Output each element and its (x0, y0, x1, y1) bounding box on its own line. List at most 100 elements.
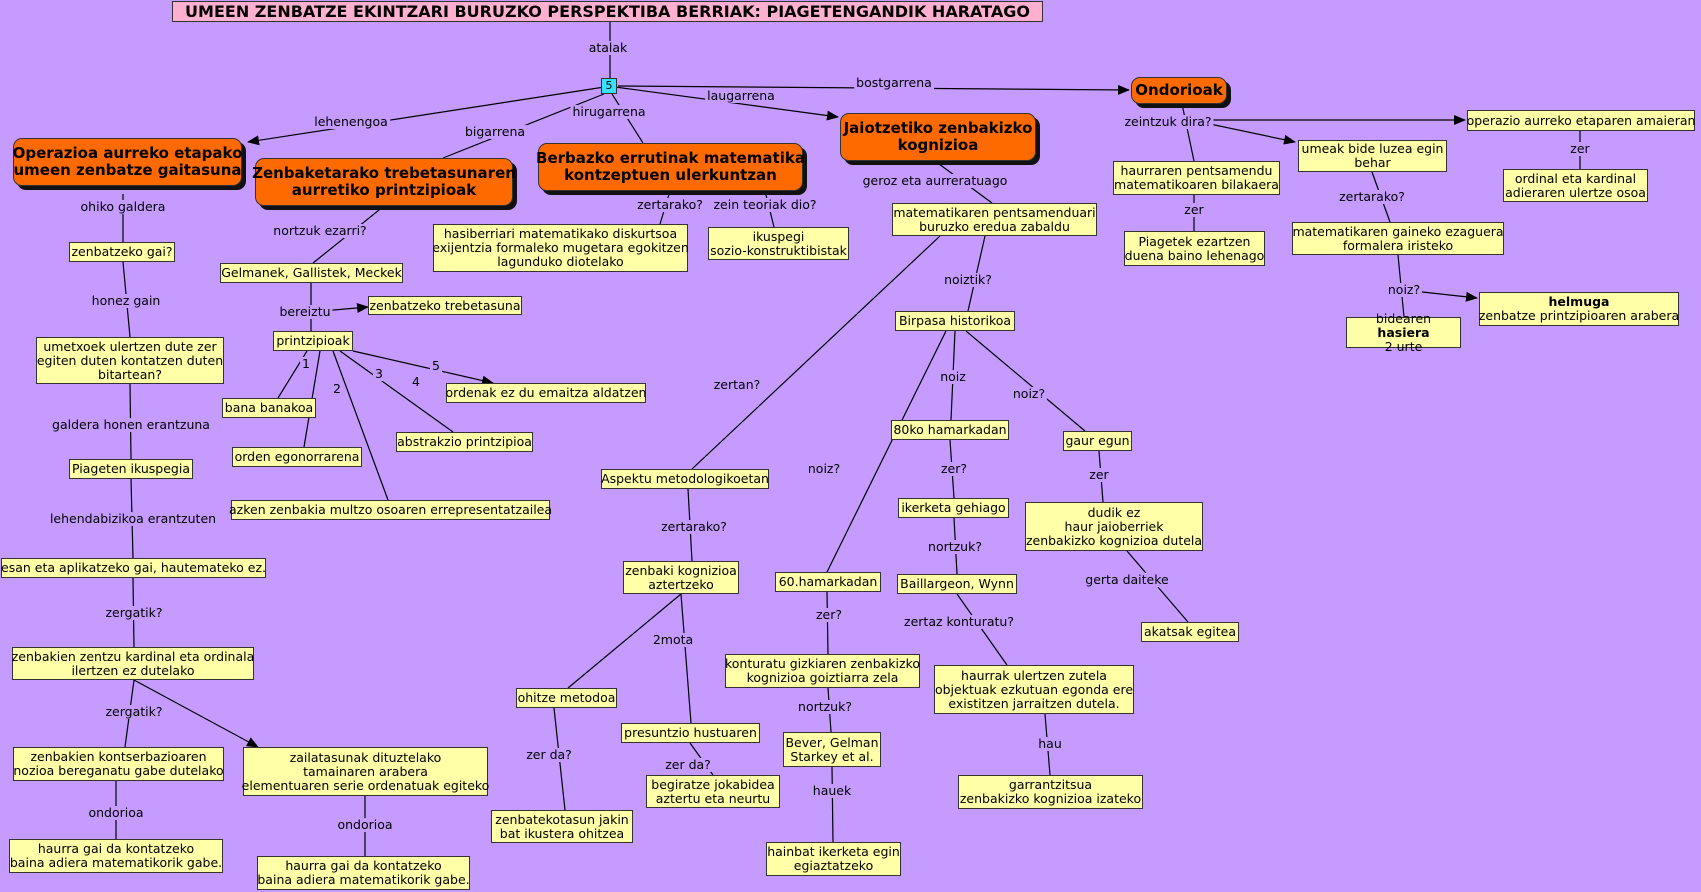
main-concept-ondorioak-line-1: Ondorioak (1135, 81, 1223, 99)
concept-aspektu-metodologikoetan[interactable]: Aspektu metodologikoetan (601, 469, 769, 489)
link-label-zer-da-2: zer da? (663, 757, 713, 772)
link-label-hirugarrena: hirugarrena (570, 104, 648, 119)
concept-zenbaki-kognizioa-line-1: zenbaki kognizioa (625, 562, 737, 578)
hub-node: 5 (601, 78, 617, 94)
concept-piageten-ikuspegia-line-1: Piageten ikuspegia (72, 461, 190, 476)
concept-gelman-gallistel[interactable]: Gelmanek, Gallistek, Meckek (220, 263, 403, 283)
concept-gaur-egun[interactable]: gaur egun (1063, 431, 1132, 451)
main-concept-berbazko-line-1: Berbazko errutinak matematika (536, 149, 805, 167)
concept-60-hamarkadan[interactable]: 60.hamarkadan (775, 572, 881, 592)
concept-abstrakzio[interactable]: abstrakzio printzipioa (396, 432, 533, 452)
concept-zailatasunak-line-3: elementuaren serie ordenatuak egiteko (241, 777, 490, 793)
concept-ikuspegi-sozio-line-2: sozio-konstruktibistak (710, 242, 847, 258)
connector-line-22 (339, 350, 454, 433)
concept-birpasa-historikoa-line-1: Birpasa historikoa (898, 313, 1012, 328)
concept-garrantzitsua-line-2: zenbakizko kognizioa izateko (959, 791, 1142, 806)
connector-line-48 (1209, 123, 1296, 145)
concept-piageten-ikuspegia[interactable]: Piageten ikuspegia (69, 459, 193, 479)
concept-ordenak-ez-line-1: ordenak ez du emaitza aldatzen (445, 385, 647, 400)
concept-abstrakzio-line-1: abstrakzio printzipioa (397, 434, 532, 449)
concept-akatsak-egitea[interactable]: akatsak egitea (1141, 622, 1239, 642)
connector-line-42 (956, 593, 1008, 666)
link-label-zer-da-1: zer da? (524, 747, 574, 762)
link-label-4: 4 (410, 374, 422, 389)
connector-line-23 (352, 350, 494, 386)
concept-orden-egonorrarena[interactable]: orden egonorrarena (232, 447, 362, 467)
link-label-noiz-helmuga: noiz? (1385, 282, 1423, 297)
concept-birpasa-historikoa[interactable]: Birpasa historikoa (895, 311, 1015, 331)
main-concept-ondorioak[interactable]: Ondorioak (1131, 77, 1227, 104)
link-label-ondorioa-2: ondorioa (335, 817, 395, 832)
link-label-lehenengoa: lehenengoa (312, 114, 390, 129)
concept-hainbat-ikerketa-line-1: hainbat ikerketa egin (767, 844, 900, 859)
concept-ordenak-ez[interactable]: ordenak ez du emaitza aldatzen (446, 383, 646, 403)
concept-zenbatzeko-trebetasuna-line-1: zenbatzeko trebetasuna (369, 297, 521, 313)
concept-piagetek-ezartzen-line-1: Piagetek ezartzen (1138, 233, 1251, 249)
concept-ohitze-metodoa[interactable]: ohitze metodoa (516, 688, 617, 708)
concept-ikerketa-gehiago-line-1: ikerketa gehiago (901, 500, 1006, 515)
concept-operazio-aurreko-amaieran[interactable]: operazio aurreko etaparen amaieran (1467, 110, 1695, 131)
link-label-gerta-daiteke: gerta daiteke (1083, 572, 1171, 587)
concept-printzipioak[interactable]: printzipioak (273, 331, 353, 351)
concept-ohitze-metodoa-line-1: ohitze metodoa (517, 690, 616, 705)
concept-zailatasunak-line-1: zailatasunak dituztelako (289, 749, 442, 765)
concept-esan-aplikatzeko[interactable]: esan eta aplikatzeko gai, hautemateko ez… (1, 558, 266, 578)
concept-bana-banakoa[interactable]: bana banakoa (222, 398, 316, 418)
link-label-ohiko-galdera: ohiko galdera (78, 199, 168, 214)
concept-zenbatzeko-trebetasuna[interactable]: zenbatzeko trebetasuna (368, 296, 522, 315)
link-label-zertan: zertan? (711, 377, 763, 392)
link-label-zer-operazio: zer (1568, 141, 1592, 156)
concept-haurrak-ulertzen-line-3: existitzen jarraitzen dutela. (948, 695, 1120, 711)
link-label-zertarako-3: zertarako? (1337, 189, 1407, 204)
main-concept-berbazko-line-2: kontzeptuen ulerkuntzan (564, 166, 777, 184)
link-label-zeintzuk: zeintzuk dira? (1122, 114, 1214, 129)
concept-bidearen-hasiera[interactable]: bidearen hasiera 2 urte (1346, 311, 1461, 353)
link-label-noiztik: noiztik? (942, 272, 994, 287)
concept-azken-zenbakia[interactable]: azken zenbakia multzo osoaren errepresen… (229, 500, 552, 520)
concept-baillargeon-wynn[interactable]: Baillargeon, Wynn (897, 574, 1017, 594)
concept-presuntzio-hustua[interactable]: presuntzio hustuaren (621, 723, 760, 743)
concept-80ko-hamarkadan-line-1: 80ko hamarkadan (893, 422, 1007, 437)
link-label-nortzuk-1: nortzuk? (796, 699, 854, 714)
concept-esan-aplikatzeko-line-1: esan eta aplikatzeko gai, hautemateko ez… (1, 560, 266, 575)
concept-80ko-hamarkadan[interactable]: 80ko hamarkadan (891, 420, 1009, 440)
main-concept-jaiotzetiko-line-1: Jaiotzetiko zenbakizko (843, 119, 1033, 137)
concept-ikerketa-gehiago[interactable]: ikerketa gehiago (898, 498, 1009, 518)
main-concept-operazioa-line-1: Operazioa aurreko etapako (12, 144, 243, 162)
link-label-3: 3 (373, 366, 385, 381)
concept-konturatu-gizkiaren-line-2: kognizioa goiztiarra zela (746, 670, 899, 685)
concept-helmuga[interactable]: helmuga zenbatze printzipioaren arabera (1479, 292, 1679, 326)
connector-line-36 (965, 330, 1086, 432)
concept-zenbatzeko-gai[interactable]: zenbatzeko gai? (69, 242, 175, 262)
concept-zentzu-kardinal-line-2: ilertzen ez dutelako (71, 662, 195, 678)
page-title: UMEEN ZENBATZE EKINTZARI BURUZKO PERSPEK… (172, 1, 1043, 22)
link-label-zertarako-1: zertarako? (635, 197, 705, 212)
